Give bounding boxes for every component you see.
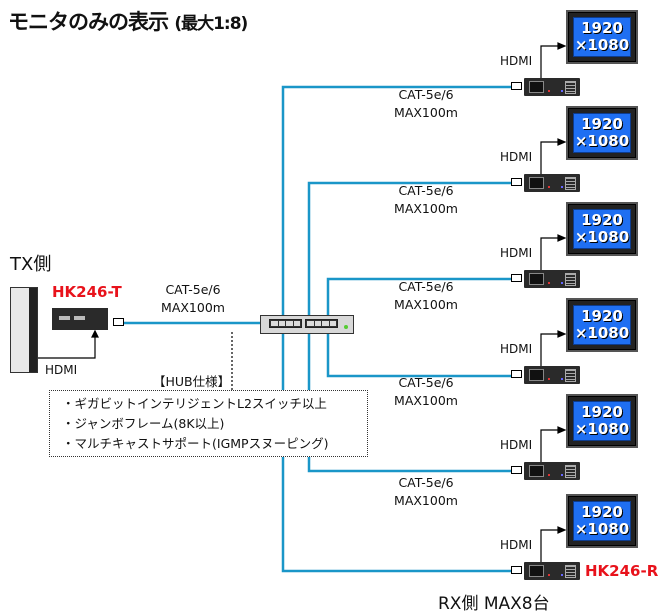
monitor-icon: 1920×1080: [566, 394, 638, 448]
resolution-height: ×1080: [574, 36, 630, 54]
rj45-connector-icon: [511, 82, 522, 90]
monitor-resolution: 1920×1080: [573, 501, 631, 541]
hdmi-arrow-line: [540, 333, 560, 366]
hub-spec-box: ・ギガビットインテリジェントL2スイッチ以上 ・ジャンボフレーム(8K以上) ・…: [49, 390, 368, 457]
rx-hdmi-label: HDMI: [500, 54, 533, 68]
monitor-resolution: 1920×1080: [573, 113, 631, 153]
arrow-head-icon: [557, 526, 567, 534]
cable-rx-1: [281, 85, 512, 315]
monitor-icon: 1920×1080: [566, 494, 638, 548]
title-sub: (最大1:8): [174, 14, 248, 34]
rx-model-label: HK246-R: [585, 562, 659, 580]
rx-device-icon: [524, 462, 580, 480]
monitor-icon: 1920×1080: [566, 298, 638, 352]
rx-device-icon: [524, 174, 580, 192]
tx-side-label: TX側: [10, 254, 52, 275]
cable-rx-4: [326, 332, 512, 378]
cable-type: CAT-5e/6: [398, 475, 454, 490]
resolution-width: 1920: [581, 115, 623, 133]
hdmi-line-tx: [38, 333, 96, 359]
resolution-width: 1920: [581, 307, 623, 325]
rx-hdmi-label: HDMI: [500, 438, 533, 452]
resolution-height: ×1080: [574, 324, 630, 342]
hdmi-arrow-line: [540, 45, 560, 78]
resolution-height: ×1080: [574, 132, 630, 150]
resolution-height: ×1080: [574, 228, 630, 246]
rx-device-icon: [524, 562, 580, 580]
rj45-connector-icon: [511, 370, 522, 378]
rx-hdmi-label: HDMI: [500, 246, 533, 260]
resolution-width: 1920: [581, 19, 623, 37]
cable-length: MAX100m: [161, 300, 225, 315]
cable-rx-6: [281, 332, 512, 573]
hdmi-arrow-line: [540, 141, 560, 174]
hdmi-arrow-line: [540, 237, 560, 270]
arrow-head-icon: [557, 426, 567, 434]
monitor-resolution: 1920×1080: [573, 305, 631, 345]
tx-hdmi-label: HDMI: [45, 363, 78, 377]
rx-hdmi-label: HDMI: [500, 538, 533, 552]
page-title: モニタのみの表示 (最大1:8): [8, 6, 248, 36]
arrow-head-icon: [557, 234, 567, 242]
network-hub-icon: [260, 315, 354, 334]
rx-device-icon: [524, 78, 580, 96]
cable-type: CAT-5e/6: [398, 375, 454, 390]
arrow-head-icon: [557, 138, 567, 146]
monitor-icon: 1920×1080: [566, 10, 638, 64]
cable-type: CAT-5e/6: [165, 282, 221, 297]
rx-hdmi-label: HDMI: [500, 342, 533, 356]
resolution-height: ×1080: [574, 520, 630, 538]
monitor-icon: 1920×1080: [566, 202, 638, 256]
cable-length: MAX100m: [394, 493, 458, 508]
resolution-width: 1920: [581, 503, 623, 521]
cable-rx-5: [307, 332, 512, 473]
rx-device-icon: [524, 366, 580, 384]
tx-device-icon: [52, 308, 108, 330]
rj45-connector-icon: [511, 566, 522, 574]
monitor-icon: 1920×1080: [566, 106, 638, 160]
monitor-resolution: 1920×1080: [573, 401, 631, 441]
resolution-height: ×1080: [574, 420, 630, 438]
arrow-head-icon: [557, 330, 567, 338]
rj45-connector-icon: [511, 274, 522, 282]
hub-spec-item: ・マルチキャストサポート(IGMPスヌーピング): [62, 436, 329, 451]
resolution-width: 1920: [581, 403, 623, 421]
rx-device-icon: [524, 270, 580, 288]
cable-type: CAT-5e/6: [398, 87, 454, 102]
hub-spec-label: 【HUB仕様】: [153, 374, 231, 389]
monitor-resolution: 1920×1080: [573, 209, 631, 249]
rj45-connector-icon: [511, 466, 522, 474]
cable-type: CAT-5e/6: [398, 279, 454, 294]
cable-length: MAX100m: [394, 105, 458, 120]
tx-model-label: HK246-T: [52, 283, 122, 301]
title-main: モニタのみの表示: [8, 10, 169, 34]
arrow-head-icon: [557, 42, 567, 50]
tx-cable-label: CAT-5e/6 MAX100m: [148, 281, 238, 317]
monitor-resolution: 1920×1080: [573, 17, 631, 57]
cable-length: MAX100m: [394, 393, 458, 408]
rj45-connector-icon: [511, 178, 522, 186]
hub-spec-item: ・ギガビットインテリジェントL2スイッチ以上: [62, 396, 327, 411]
resolution-width: 1920: [581, 211, 623, 229]
cable-length: MAX100m: [394, 297, 458, 312]
rx-hdmi-label: HDMI: [500, 150, 533, 164]
hdmi-arrow-line: [540, 429, 560, 462]
cable-length: MAX100m: [394, 201, 458, 216]
rx-side-label: RX側 MAX8台: [438, 594, 550, 614]
hub-spec-item: ・ジャンボフレーム(8K以上): [62, 416, 225, 431]
cable-rx-2: [307, 181, 512, 315]
rj45-connector-icon: [113, 318, 124, 326]
cable-rx-3: [326, 277, 512, 315]
hdmi-arrow-line: [540, 529, 560, 562]
cable-type: CAT-5e/6: [398, 183, 454, 198]
source-pc-icon: [10, 287, 38, 373]
